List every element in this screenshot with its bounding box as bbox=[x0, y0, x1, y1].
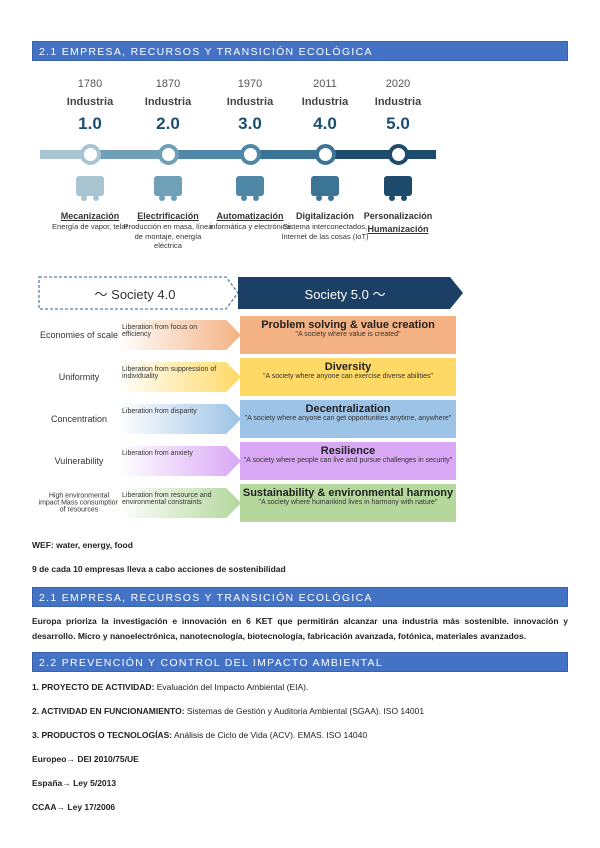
timeline-node bbox=[315, 144, 336, 165]
society4-trait: Uniformity bbox=[58, 372, 100, 382]
timeline-segment bbox=[90, 150, 168, 159]
list-item: 3. PRODUCTOS O TECNOLOGÍAS: Análisis de … bbox=[32, 730, 368, 740]
robot-arm-icon bbox=[232, 168, 268, 202]
society-row: Vulnerability Liberation from anxiety Re… bbox=[38, 441, 462, 481]
section-header: 2.1 EMPRESA, RECURSOS Y TRANSICIÓN ECOLÓ… bbox=[32, 41, 568, 61]
liberation-arrow: Liberation from suppression of individua… bbox=[118, 362, 241, 392]
era-label: Industria bbox=[66, 96, 114, 108]
society-row: High environmental impact Mass consumpti… bbox=[38, 483, 462, 523]
era-version: 4.0 bbox=[313, 114, 337, 133]
era-description: Mecanización Energía de vapor, telar bbox=[52, 211, 128, 232]
timeline-era: 1780 Industria 1.0 bbox=[48, 78, 132, 134]
wef-note: WEF: water, energy, food bbox=[32, 540, 133, 550]
society-5-label: Society 5.0 〜 bbox=[304, 287, 386, 302]
timeline-node bbox=[388, 144, 409, 165]
timeline-node bbox=[158, 144, 179, 165]
monitor-gears-icon bbox=[307, 168, 343, 202]
liberation-arrow: Liberation from resource and environment… bbox=[118, 488, 241, 518]
era-label: Industria bbox=[301, 96, 349, 108]
timeline-segment bbox=[325, 150, 398, 159]
section-header: 2.1 EMPRESA, RECURSOS Y TRANSICIÓN ECOLÓ… bbox=[32, 587, 568, 607]
era-year: 2011 bbox=[313, 78, 337, 90]
empresas-note: 9 de cada 10 empresas lleva a cabo accio… bbox=[32, 564, 286, 574]
liberation-arrow: Liberation from disparity bbox=[118, 404, 241, 434]
timeline-segment bbox=[250, 150, 325, 159]
era-version: 3.0 bbox=[238, 114, 262, 133]
list-item: 2. ACTIVIDAD EN FUNCIONAMIENTO: Sistemas… bbox=[32, 706, 425, 716]
timeline-node bbox=[240, 144, 261, 165]
list-item: España→ Ley 5/2013 bbox=[32, 778, 117, 788]
era-year: 1970 bbox=[237, 78, 263, 90]
liberation-arrow: Liberation from focus on efficiency bbox=[118, 320, 241, 350]
steam-train-icon bbox=[72, 168, 108, 202]
society5-value: Diversity"A society where anyone can exe… bbox=[240, 358, 456, 396]
society5-value: Sustainability & environmental harmony"A… bbox=[240, 484, 456, 522]
liberation-arrow: Liberation from anxiety bbox=[118, 446, 241, 476]
society4-trait: Economies of scale bbox=[39, 330, 119, 340]
era-label: Industria bbox=[374, 96, 422, 108]
era-label: Industria bbox=[144, 96, 192, 108]
era-version: 5.0 bbox=[386, 114, 410, 133]
society-row: Uniformity Liberation from suppression o… bbox=[38, 357, 462, 397]
timeline-era: 1870 Industria 2.0 bbox=[126, 78, 210, 134]
timeline-segment bbox=[40, 150, 90, 159]
list-item: Europeo→ DEI 2010/75/UE bbox=[32, 754, 139, 764]
society-header-arrows bbox=[38, 276, 463, 310]
society4-trait: Concentration bbox=[50, 414, 108, 424]
people-group-icon bbox=[380, 168, 416, 202]
society-4-label: 〜 Society 4.0 bbox=[94, 287, 176, 302]
power-plant-icon bbox=[150, 168, 186, 202]
society4-trait: Vulnerability bbox=[54, 456, 104, 466]
timeline-segment bbox=[398, 150, 436, 159]
era-year: 2020 bbox=[385, 78, 411, 90]
society-row: Economies of scale Liberation from focus… bbox=[38, 315, 462, 355]
list-item: 1. PROYECTO DE ACTIVIDAD: Evaluación del… bbox=[32, 682, 309, 692]
era-description: Electrificación Producción en masa, líne… bbox=[123, 211, 213, 250]
society5-value: Resilience"A society where people can li… bbox=[240, 442, 456, 480]
era-description: Personalización Humanización bbox=[363, 211, 433, 235]
section-header: 2.2 PREVENCIÓN Y CONTROL DEL IMPACTO AMB… bbox=[32, 652, 568, 672]
list-item: CCAA→ Ley 17/2006 bbox=[32, 802, 116, 812]
timeline-era: 1970 Industria 3.0 bbox=[208, 78, 292, 134]
society4-trait: High environmental impact Mass consumpti… bbox=[38, 492, 120, 514]
timeline-segment bbox=[168, 150, 250, 159]
era-version: 2.0 bbox=[156, 114, 180, 133]
era-version: 1.0 bbox=[78, 114, 102, 133]
era-description: Automatización informática y electrónica bbox=[209, 211, 291, 232]
era-label: Industria bbox=[226, 96, 274, 108]
era-year: 1780 bbox=[77, 78, 103, 90]
society5-value: Problem solving & value creation"A socie… bbox=[240, 316, 456, 354]
era-description: Digitalización Sistema interconectados, … bbox=[281, 211, 369, 241]
timeline-node bbox=[80, 144, 101, 165]
society5-value: Decentralization"A society where anyone … bbox=[240, 400, 456, 438]
ket-paragraph: Europa prioriza la investigación e innov… bbox=[32, 616, 568, 641]
era-year: 1870 bbox=[155, 78, 181, 90]
timeline-era: 2011 Industria 4.0 bbox=[283, 78, 367, 134]
timeline-era: 2020 Industria 5.0 bbox=[356, 78, 440, 134]
society-row: Concentration Liberation from disparity … bbox=[38, 399, 462, 439]
